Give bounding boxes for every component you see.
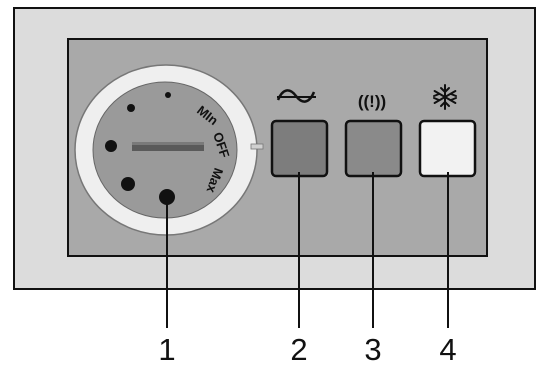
alarm-indicator: ((!))	[344, 92, 403, 178]
dial-knob-grip[interactable]	[132, 142, 204, 151]
power-indicator-lamp	[270, 119, 329, 178]
setting-dot-2	[127, 104, 135, 112]
dial-pointer	[250, 143, 264, 150]
setting-dot-4	[121, 177, 135, 191]
snowflake-icon	[433, 84, 457, 110]
freeze-indicator	[418, 84, 477, 178]
setting-dot-3	[105, 140, 117, 152]
freeze-indicator-lamp	[418, 119, 477, 178]
setting-dot-5	[159, 189, 175, 205]
temperature-dial[interactable]: MIn OFF Max	[74, 64, 264, 236]
callout-1: 1	[158, 332, 175, 365]
callout-2: 2	[290, 332, 307, 365]
callout-4: 4	[439, 332, 456, 365]
setting-dot-1	[165, 92, 171, 98]
callout-3: 3	[364, 332, 381, 365]
alarm-exclamation-icon: ((!))	[358, 92, 386, 111]
power-indicator	[270, 89, 329, 178]
alarm-indicator-lamp	[344, 119, 403, 178]
